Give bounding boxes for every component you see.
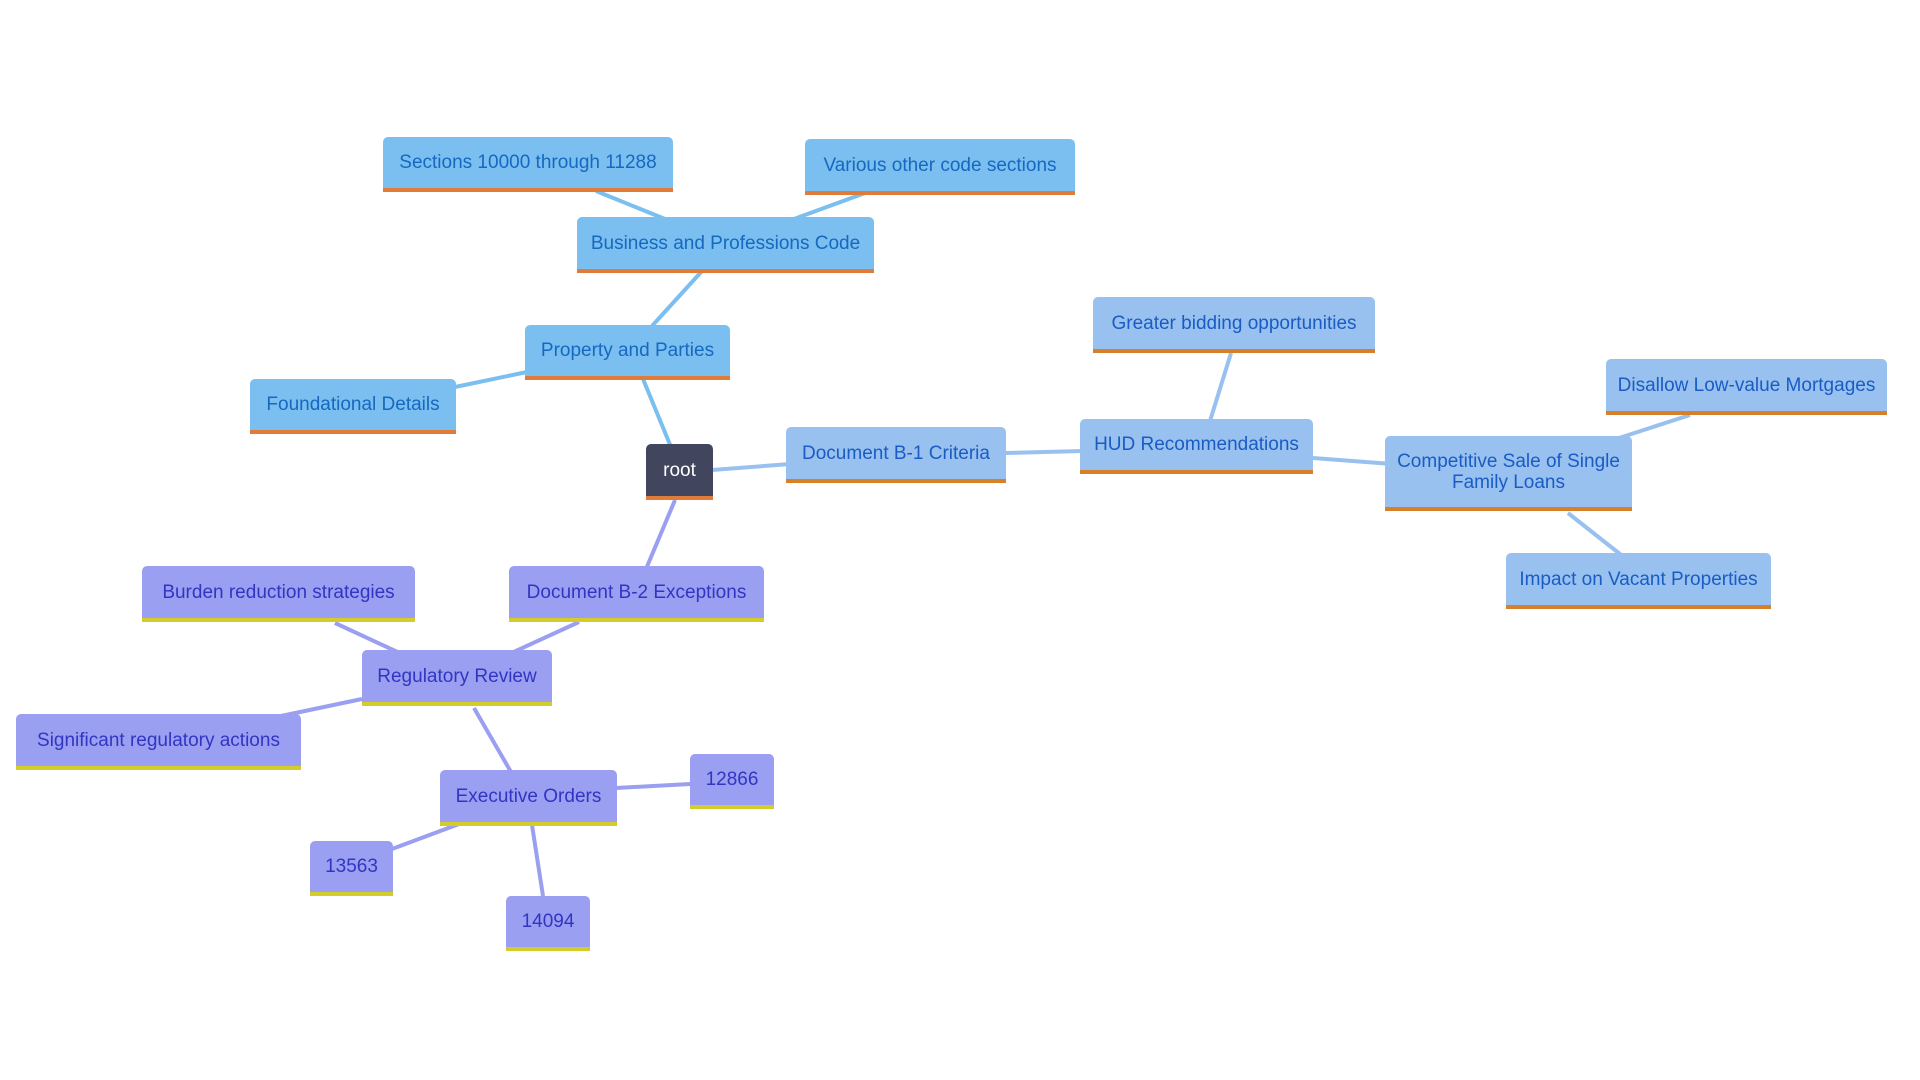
node-label: Sections 10000 through 11288 xyxy=(399,152,657,173)
edge-docb1-hud xyxy=(1005,449,1084,455)
node-label: 12866 xyxy=(705,769,759,790)
node-competitive[interactable]: Competitive Sale of Single Family Loans xyxy=(1385,436,1632,511)
node-label: Various other code sections xyxy=(823,154,1057,176)
node-label: Property and Parties xyxy=(540,340,715,361)
edge-root-docb1 xyxy=(711,462,791,472)
node-business[interactable]: Business and Professions Code xyxy=(577,217,874,273)
node-regulatory[interactable]: Regulatory Review xyxy=(362,650,552,706)
node-label: Foundational Details xyxy=(266,394,440,415)
node-label: Impact on Vacant Properties xyxy=(1519,568,1758,590)
edge-docb2-regulatory xyxy=(506,620,580,657)
node-sections[interactable]: Sections 10000 through 11288 xyxy=(383,137,673,192)
node-label: Burden reduction strategies xyxy=(162,581,395,603)
node-label: Competitive Sale of Single Family Loans xyxy=(1397,450,1620,493)
node-disallow[interactable]: Disallow Low-value Mortgages xyxy=(1606,359,1887,415)
node-eo12866[interactable]: 12866 xyxy=(690,754,774,809)
edge-executive-eo12866 xyxy=(615,782,691,790)
node-docb2[interactable]: Document B-2 Exceptions xyxy=(509,566,764,622)
node-label: Significant regulatory actions xyxy=(37,729,280,751)
edge-regulatory-significant xyxy=(280,697,363,718)
node-eo13563[interactable]: 13563 xyxy=(310,841,393,896)
node-label: Disallow Low-value Mortgages xyxy=(1617,374,1876,396)
node-various[interactable]: Various other code sections xyxy=(805,139,1075,195)
edge-regulatory-executive xyxy=(472,706,513,774)
node-executive[interactable]: Executive Orders xyxy=(440,770,617,826)
node-property[interactable]: Property and Parties xyxy=(525,325,730,380)
node-label: Business and Professions Code xyxy=(590,232,861,254)
node-root[interactable]: root xyxy=(646,444,713,500)
edge-executive-eo14094 xyxy=(530,824,545,897)
node-label: root xyxy=(663,459,696,481)
node-label: 13563 xyxy=(325,856,378,877)
node-label: 14094 xyxy=(521,911,575,932)
edge-hud-greater xyxy=(1208,352,1233,422)
node-foundational[interactable]: Foundational Details xyxy=(250,379,456,434)
node-label: Executive Orders xyxy=(455,785,602,807)
edge-property-business xyxy=(650,269,704,328)
node-eo14094[interactable]: 14094 xyxy=(506,896,590,951)
edge-business-sections xyxy=(595,189,666,221)
node-greater[interactable]: Greater bidding opportunities xyxy=(1093,297,1375,353)
edge-regulatory-burden xyxy=(334,621,405,657)
node-docb1[interactable]: Document B-1 Criteria xyxy=(786,427,1006,483)
node-label: Document B-1 Criteria xyxy=(802,442,990,464)
node-hud[interactable]: HUD Recommendations xyxy=(1080,419,1313,474)
edge-business-various xyxy=(793,191,866,221)
node-label: Document B-2 Exceptions xyxy=(526,581,747,603)
edge-property-foundational xyxy=(454,370,528,389)
node-label: Greater bidding opportunities xyxy=(1111,312,1357,334)
edge-executive-eo13563 xyxy=(391,822,460,851)
edge-competitive-disallow xyxy=(1618,413,1691,440)
node-burden[interactable]: Burden reduction strategies xyxy=(142,566,415,622)
edge-root-property xyxy=(641,378,673,448)
edge-competitive-impact xyxy=(1566,511,1627,560)
edge-root-docb2 xyxy=(644,499,677,570)
node-impact[interactable]: Impact on Vacant Properties xyxy=(1506,553,1771,609)
edge-hud-competitive xyxy=(1312,456,1393,466)
node-significant[interactable]: Significant regulatory actions xyxy=(16,714,301,770)
node-label: Regulatory Review xyxy=(377,665,537,687)
node-label: HUD Recommendations xyxy=(1094,434,1299,455)
